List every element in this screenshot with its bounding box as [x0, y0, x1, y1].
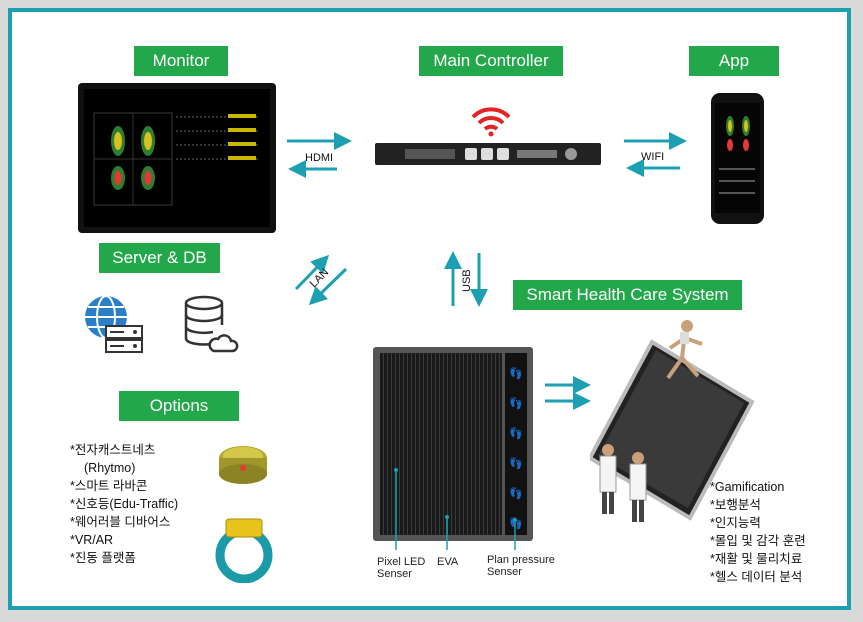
feature-item: *Gamification: [710, 480, 785, 494]
footprint-icons: 👣👣👣👣👣👣: [509, 368, 523, 530]
rhytmo-device-image: [219, 446, 267, 484]
main-controller-device: [375, 143, 601, 165]
option-item: *웨어러블 디바어스: [70, 515, 171, 529]
option-item: *진동 플랫폼: [70, 551, 136, 565]
wearable-device-image: [215, 518, 273, 583]
wifi-label: WIFI: [641, 151, 664, 163]
option-item: *스마트 라바콘: [70, 479, 148, 493]
lan-arrow-down: [308, 267, 348, 306]
sensor-pointers: [394, 468, 517, 550]
server-globe-icon: [85, 295, 143, 353]
app-tag: App: [689, 46, 779, 76]
eva-label: EVA: [437, 556, 459, 568]
feature-item: *헬스 데이터 분석: [710, 570, 803, 584]
options-list: *전자캐스트네츠 (Rhytmo) *스마트 라바콘 *신호등(Edu-Traf…: [70, 441, 178, 567]
system-features-list: *Gamification *보행분석 *인지능력 *몰입 및 감각 훈련 *재…: [710, 478, 806, 586]
smart-health-tag: Smart Health Care System: [513, 280, 742, 310]
app-phone: [711, 93, 764, 224]
server-db-tag: Server & DB: [99, 243, 220, 273]
main-controller-tag: Main Controller: [419, 46, 563, 76]
monitor-image: [78, 83, 276, 233]
monitor-tag: Monitor: [134, 46, 228, 76]
feature-item: *재활 및 물리치료: [710, 552, 803, 566]
option-item: *전자캐스트네츠: [70, 443, 156, 457]
pixel-led-grid: [380, 353, 502, 535]
plan-pressure-label: Plan pressure Senser: [487, 554, 555, 578]
option-item: *VR/AR: [70, 533, 114, 547]
pressure-strip: [505, 353, 527, 535]
usb-label: USB: [461, 269, 473, 292]
feature-item: *보행분석: [710, 498, 761, 512]
wifi-signal-icon: [471, 107, 511, 137]
option-item: (Rhytmo): [84, 461, 136, 475]
lan-arrow-up: [294, 254, 330, 291]
database-cloud-icon: [184, 295, 239, 353]
pixel-led-label: Pixel LED Senser: [377, 556, 426, 580]
hdmi-label: HDMI: [305, 152, 333, 164]
feature-item: *인지능력: [710, 516, 761, 530]
sensor-mat: 👣👣👣👣👣👣: [373, 347, 533, 541]
options-tag: Options: [119, 391, 239, 421]
feature-item: *몰입 및 감각 훈련: [710, 534, 806, 548]
smart-health-scene: [590, 320, 755, 522]
option-item: *신호등(Edu-Traffic): [70, 497, 179, 511]
